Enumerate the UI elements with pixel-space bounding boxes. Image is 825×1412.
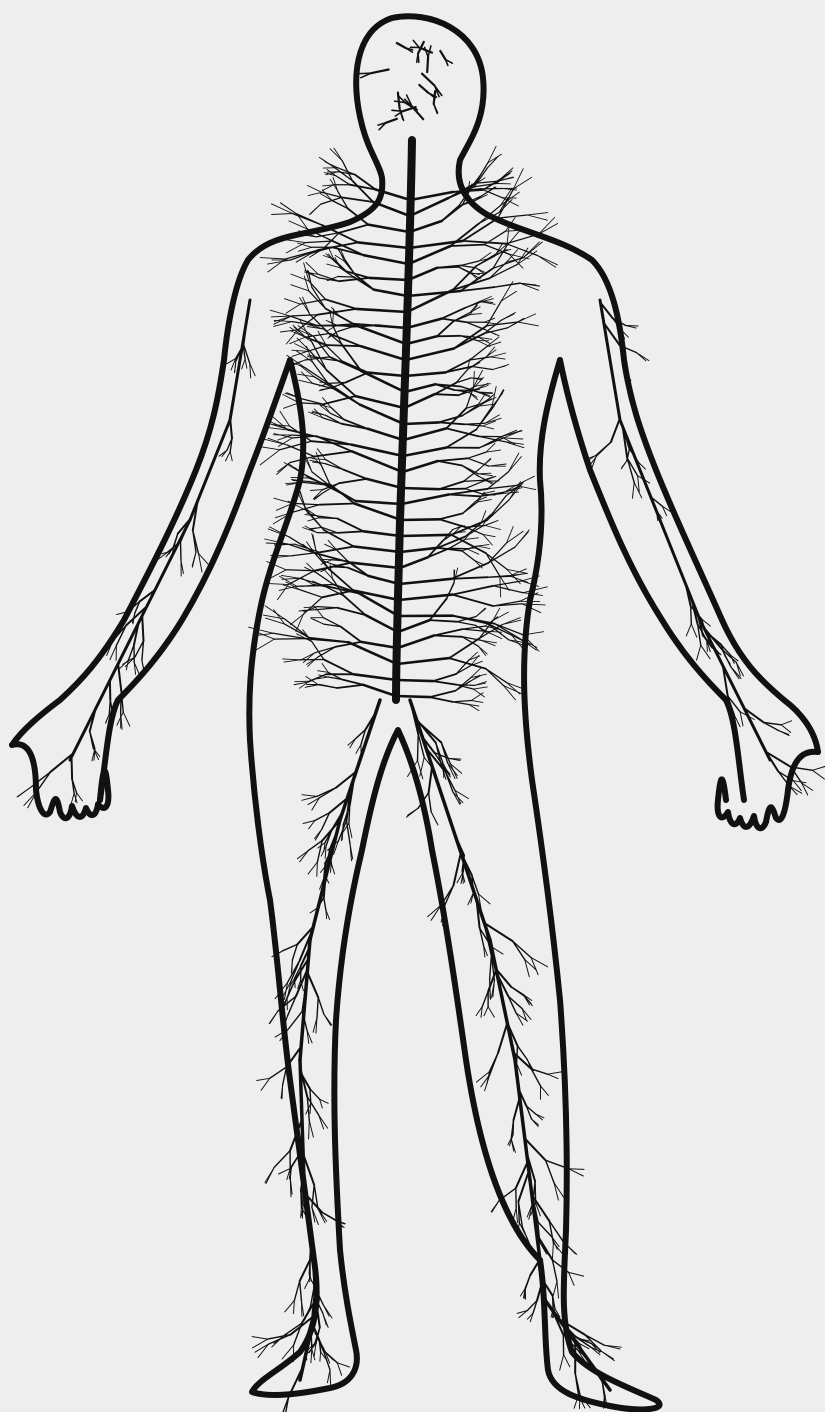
nerve-branch: [310, 1242, 311, 1262]
nerve-branch: [437, 336, 460, 337]
nerve-branch: [311, 1332, 312, 1349]
nerve-branch: [72, 757, 73, 779]
nerve-branch: [404, 422, 439, 424]
nerve-branch: [109, 700, 110, 715]
nerve-branch: [401, 535, 452, 536]
nerve-branch: [274, 639, 305, 640]
nerve-branch: [328, 345, 361, 346]
nerve-branch: [301, 1191, 302, 1207]
nerve-branch: [326, 910, 327, 919]
nerve-branch: [435, 394, 459, 395]
nerve-branch: [320, 504, 355, 505]
nerve-branch: [282, 1085, 283, 1099]
nerve-branch: [338, 277, 354, 278]
nerve-branch: [691, 606, 692, 624]
nerve-branch: [301, 1207, 302, 1218]
nerve-branch: [434, 91, 436, 104]
nerve-branch: [291, 477, 309, 478]
nerve-branch: [418, 734, 419, 761]
nerve-branch: [427, 57, 428, 72]
nerve-branch: [396, 696, 430, 697]
nerve-branch: [320, 1352, 321, 1361]
nerve-branch: [579, 1395, 580, 1409]
nerve-branch: [292, 960, 293, 971]
nerve-branch: [317, 862, 318, 876]
nerve-branch: [319, 518, 337, 519]
nerve-branch: [434, 636, 462, 637]
nerve-branch: [402, 488, 439, 489]
nerve-branch: [142, 616, 143, 641]
nerve-branch: [488, 576, 511, 577]
nerve-branch: [302, 1206, 303, 1218]
nerve-branch: [309, 1261, 310, 1273]
nerve-branch: [310, 1089, 311, 1104]
nerve-branch: [397, 680, 434, 681]
nerve-branch: [309, 1121, 310, 1140]
nerve-branch: [275, 544, 295, 545]
nerve-branch: [401, 519, 439, 520]
nerve-branch: [478, 473, 491, 474]
nerve-branch: [463, 855, 464, 871]
nerve-branch: [330, 1370, 331, 1386]
nerve-branch: [569, 1169, 585, 1170]
nerve-branch: [181, 541, 182, 560]
nerve-branch: [626, 326, 638, 327]
nerve-branch: [449, 758, 461, 759]
nerve-branch: [418, 53, 419, 62]
nerve-branch: [295, 681, 310, 682]
nerve-branch: [472, 273, 484, 274]
